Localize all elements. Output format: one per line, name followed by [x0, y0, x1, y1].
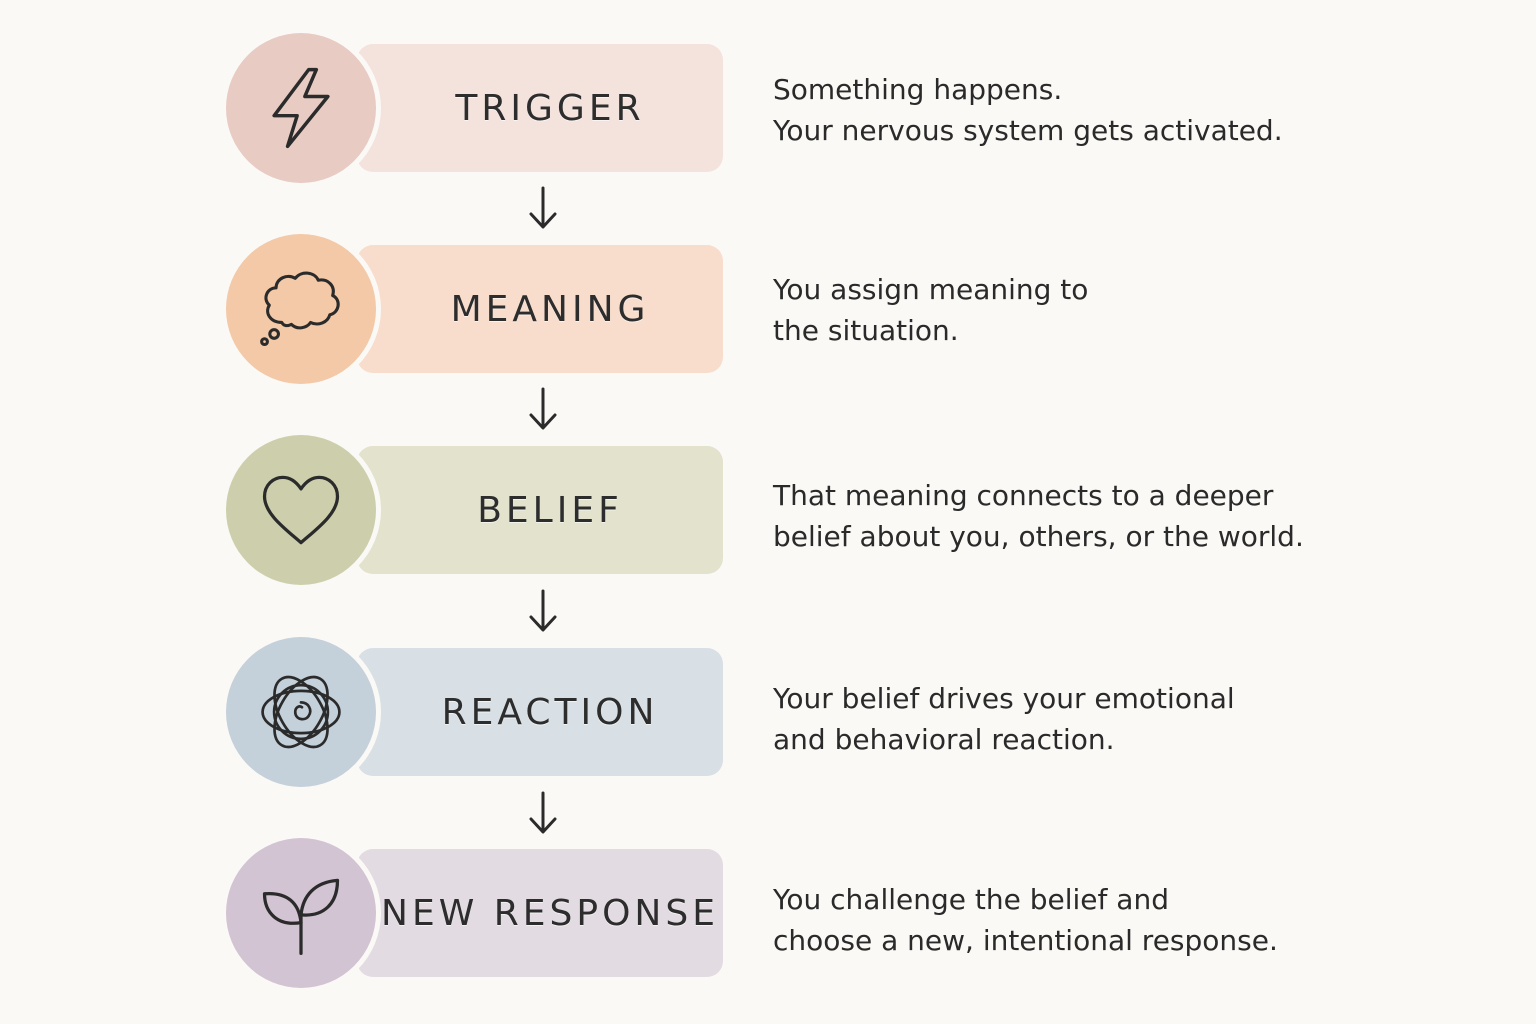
new-response-label: NEW RESPONSE — [381, 892, 719, 934]
trigger-description: Something happens. Your nervous system g… — [773, 69, 1493, 151]
arrow-down-icon — [529, 589, 557, 632]
belief-description: That meaning connects to a deeper belief… — [773, 475, 1493, 557]
meaning-icon-circle — [226, 234, 376, 384]
arrow-down-icon — [529, 186, 557, 229]
heart-icon — [262, 475, 340, 545]
meaning-description-line2: the situation. — [773, 314, 959, 347]
new-response-description-line2: choose a new, intentional response. — [773, 924, 1278, 957]
step-meaning: MEANING You assign meaning to the situat… — [0, 234, 1536, 384]
belief-description-line2: belief about you, others, or the world. — [773, 520, 1304, 553]
belief-label: BELIEF — [477, 489, 623, 531]
reaction-description-line1: Your belief drives your emotional — [773, 682, 1235, 715]
belief-description-line1: That meaning connects to a deeper — [773, 479, 1274, 512]
thought-bubble-icon — [260, 271, 340, 347]
belief-pill — [357, 446, 723, 574]
sprout-icon — [262, 878, 340, 955]
lightning-bolt-icon — [272, 67, 330, 149]
step-reaction: REACTION Your belief drives your emotion… — [0, 637, 1536, 787]
step-belief: BELIEF That meaning connects to a deeper… — [0, 435, 1536, 585]
step-new-response: NEW RESPONSE You challenge the belief an… — [0, 838, 1536, 988]
belief-icon-circle — [226, 435, 376, 585]
new-response-description-line1: You challenge the belief and — [773, 883, 1169, 916]
new-response-pill — [357, 849, 723, 977]
reaction-pill — [357, 648, 723, 776]
step-trigger: TRIGGER Something happens. Your nervous … — [0, 33, 1536, 183]
meaning-label: MEANING — [450, 288, 650, 330]
new-response-icon-circle — [226, 838, 376, 988]
meaning-pill — [357, 245, 723, 373]
trigger-description-line1: Something happens. — [773, 73, 1063, 106]
meaning-description-line1: You assign meaning to — [773, 273, 1089, 306]
meaning-description: You assign meaning to the situation. — [773, 269, 1493, 351]
arrow-down-icon — [529, 387, 557, 430]
new-response-description: You challenge the belief and choose a ne… — [773, 879, 1493, 961]
trigger-icon-circle — [226, 33, 376, 183]
reaction-icon-circle — [226, 637, 376, 787]
tangle-icon — [261, 675, 341, 749]
reaction-description-line2: and behavioral reaction. — [773, 723, 1115, 756]
reaction-description: Your belief drives your emotional and be… — [773, 678, 1493, 760]
arrow-down-icon — [529, 791, 557, 834]
trigger-description-line2: Your nervous system gets activated. — [773, 114, 1283, 147]
trigger-pill — [357, 44, 723, 172]
reaction-label: REACTION — [441, 691, 659, 733]
trigger-label: TRIGGER — [455, 87, 645, 129]
